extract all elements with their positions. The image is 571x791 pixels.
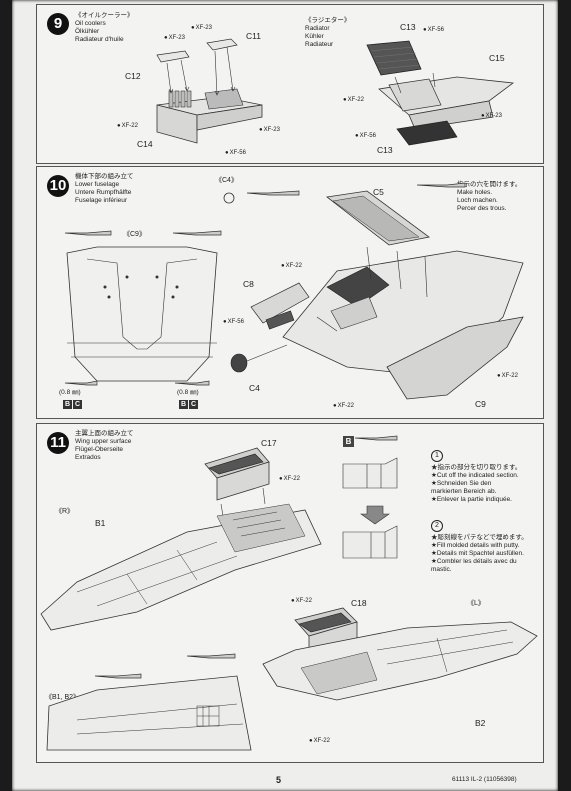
note2-line5: mastic. [431,566,452,573]
paint-xf22-c: XF-22 [309,738,330,744]
page-number: 5 [276,775,282,785]
sub-step-b: B [343,436,354,447]
part-c15: C15 [489,53,505,63]
note1-line5: ★Enlever la partie indiquée. [431,496,512,503]
part-c11: C11 [246,31,261,41]
part-c8: C8 [243,279,254,289]
oil-cooler-caption: 《オイルクーラー》 Oil coolers Ölkühler Radiateur… [75,12,134,44]
lf-de: Untere Rumpfhälfte [75,189,132,196]
r-callout: 《R》 [55,508,75,515]
lf-en: Lower fuselage [75,181,120,188]
holes-fr: Percer des trous. [457,205,507,212]
note-2-text: ★彫刻線をパテなどで埋めます。 ★Fill molded details wit… [431,534,528,574]
step-9-panel: 9 《オイルクーラー》 Oil coolers Ölkühler Radiate… [36,4,544,164]
note-1-text: ★指示の部分を切り取ります。 ★Cut off the indicated se… [431,464,521,504]
wing-upper-caption: 主翼上面の組み立て Wing upper surface Flügel-Ober… [75,430,134,462]
holes-jp: 指示の穴を開けます。 [457,181,522,188]
wu-fr: Extrados [75,454,101,461]
step-9-drawing [156,38,515,146]
lf-jp: 機体下部の組み立て [75,173,134,180]
lf-fr: Fuselage inférieur [75,197,128,204]
part-b2: B2 [475,718,486,728]
note1-line2: ★Cut off the indicated section. [431,472,519,479]
paint-xf23-d: XF-23 [481,113,502,119]
paint-xf22-b: XF-22 [291,598,312,604]
part-c17: C17 [261,438,277,448]
wu-jp: 主翼上面の組み立て [75,430,134,437]
paint-xf56-a: XF-56 [225,150,246,156]
oil-jp: 《オイルクーラー》 [75,12,134,19]
bc-c-left: C [73,400,82,409]
note2-line4: ★Combler les détails avec du [431,558,517,565]
c4-callout: 《C4》 [215,177,238,184]
paint-xf23-b: XF-23 [164,35,185,41]
bc-b-right: B [179,400,188,409]
note2-line1: ★彫刻線をパテなどで埋めます。 [431,534,528,541]
part-b1: B1 [95,518,106,528]
lower-fuselage-caption: 機体下部の組み立て Lower fuselage Untere Rumpfhäl… [75,173,134,205]
note1-line3: ★Schneiden Sie den [431,480,492,487]
rad-en: Radiator [305,25,330,32]
note2-line3: ★Details mit Spachtel ausfüllen. [431,550,524,557]
l-callout: 《L》 [467,600,485,607]
part-c18: C18 [351,598,367,608]
paint-xf56-b: XF-56 [423,27,444,33]
paint-xf22-c: XF-22 [497,373,518,379]
part-c4: C4 [249,383,260,393]
part-c13-bottom: C13 [377,145,393,155]
part-c14: C14 [137,139,153,149]
drill-size-a: (0.8 ㎜) [59,389,81,396]
bc-tag-right: B C [179,400,198,409]
note-1-number: 1 [431,450,443,462]
step-10-panel: 10 機体下部の組み立て Lower fuselage Untere Rumpf… [36,166,544,419]
part-c5: C5 [373,187,384,197]
paint-xf56: XF-56 [223,319,244,325]
bc-c-right: C [189,400,198,409]
paint-xf22-b: XF-22 [333,403,354,409]
part-c13-top: C13 [400,22,416,32]
oil-de: Ölkühler [75,28,100,35]
note1-line1: ★指示の部分を切り取ります。 [431,464,522,471]
bc-b-left: B [63,400,72,409]
rad-fr: Radiateur [305,41,334,48]
rad-de: Kühler [305,33,324,40]
drill-size-b: (0.8 ㎜) [177,389,199,396]
part-c12: C12 [125,71,141,81]
note2-line2: ★Fill molded details with putty. [431,542,520,549]
wu-de: Flügel-Oberseite [75,446,124,453]
c9-callout: 《C9》 [123,231,146,238]
rad-jp: 《ラジエター》 [305,17,351,24]
bc-tag-left: B C [63,400,82,409]
paint-xf23-c: XF-23 [259,127,280,133]
make-holes-caption: 指示の穴を開けます。 Make holes. Loch machen. Perc… [457,181,521,213]
oil-fr: Radiateur d'huile [75,36,124,43]
note-2-number: 2 [431,520,443,532]
step-10-number: 10 [47,175,69,197]
step-9-number: 9 [47,13,69,35]
step-11-panel: 11 主翼上面の組み立て Wing upper surface Flügel-O… [36,423,544,763]
paint-xf56-c: XF-56 [355,133,376,139]
wu-en: Wing upper surface [75,438,132,445]
holes-en: Make holes. [457,189,493,196]
paint-xf22-a: XF-22 [117,123,138,129]
paint-xf22-a: XF-22 [281,263,302,269]
product-code: 61113 IL-2 (11056398) [452,776,517,783]
note1-line4: markierten Bereich ab. [431,488,497,495]
step-11-drawing [40,435,538,751]
paint-xf23-a: XF-23 [191,25,212,31]
paint-xf22-b: XF-22 [343,97,364,103]
b1b2-callout: 《B1, B2》 [45,694,81,701]
step-11-number: 11 [47,432,69,454]
paint-xf22-a: XF-22 [279,476,300,482]
part-c9: C9 [475,399,486,409]
step-10-drawing [64,182,524,400]
radiator-caption: 《ラジエター》 Radiator Kühler Radiateur [305,17,350,49]
holes-de: Loch machen. [457,197,498,204]
oil-en: Oil coolers [75,20,106,27]
